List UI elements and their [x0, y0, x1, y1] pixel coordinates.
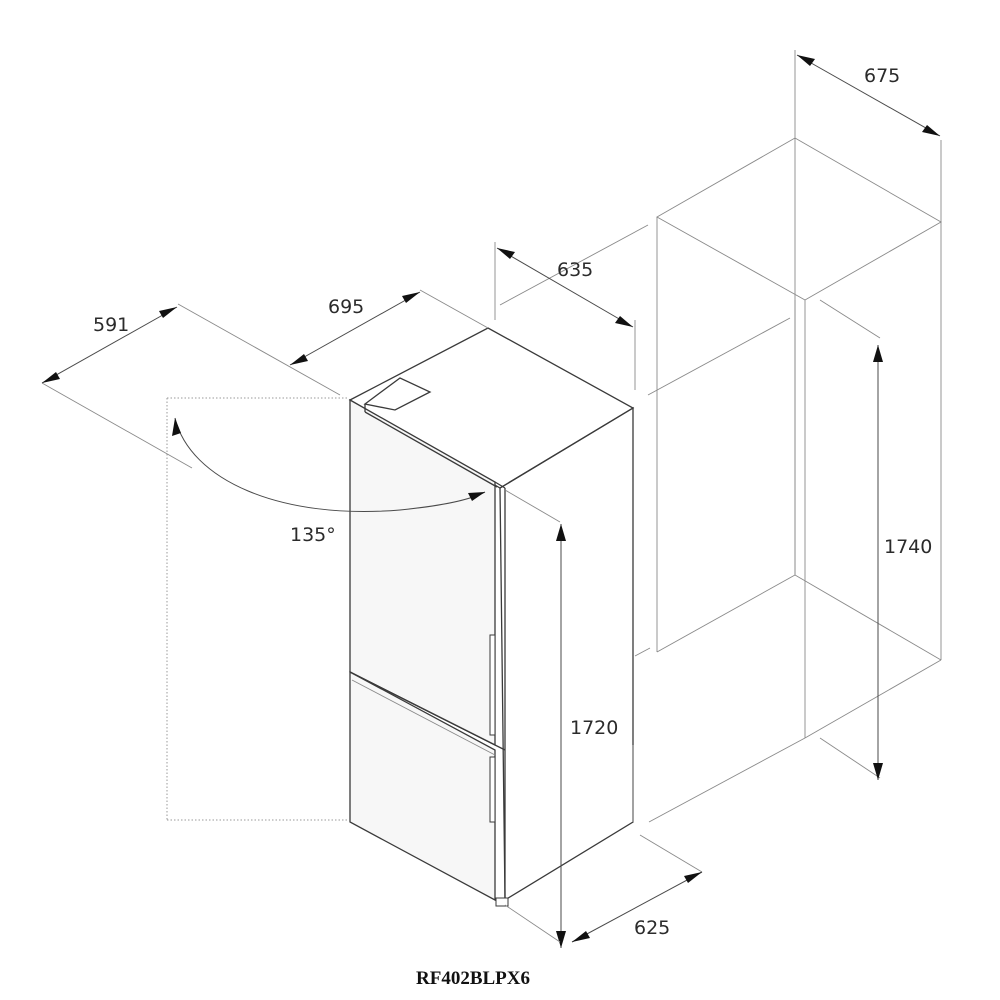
fridge-door-lower — [349, 670, 496, 902]
refrigerator — [348, 327, 635, 907]
label-1740: 1740 — [884, 536, 932, 558]
dimension-591: 591 — [41, 306, 193, 469]
arrowhead — [402, 292, 420, 303]
arrowhead — [556, 931, 566, 948]
arrowhead — [797, 55, 815, 66]
dimension-1740: 1740 — [873, 345, 932, 780]
arrowhead — [922, 125, 940, 136]
arrowhead — [290, 354, 308, 365]
dimension-635: 635 — [494, 224, 649, 390]
model-caption: RF402BLPX6 — [416, 968, 530, 989]
appliance-foot — [495, 897, 509, 907]
handle-lower — [489, 756, 496, 823]
arrowhead — [159, 307, 177, 318]
arrowhead — [873, 345, 883, 362]
dimension-625: 625 — [504, 834, 703, 943]
niche-top-face — [656, 137, 942, 301]
arrowhead — [615, 316, 633, 327]
label-591: 591 — [93, 314, 129, 336]
dimension-675: 675 — [794, 50, 942, 222]
label-675: 675 — [864, 65, 900, 87]
arrowhead — [497, 248, 515, 259]
door-swing-outline — [166, 397, 348, 821]
top-hinge — [363, 377, 432, 411]
arrowhead — [172, 418, 181, 436]
arrowhead — [684, 872, 702, 883]
label-695: 695 — [328, 296, 364, 318]
label-625: 625 — [634, 917, 670, 939]
dimension-135: 135° — [172, 417, 486, 546]
arrowhead — [556, 524, 566, 541]
niche-outline — [634, 137, 942, 823]
dimension-1720: 1720 — [504, 489, 618, 948]
appliance-side — [499, 406, 634, 902]
handle-upper — [489, 634, 496, 736]
dimension-695: 695 — [177, 289, 489, 396]
label-135: 135° — [290, 524, 336, 546]
arrowhead — [572, 931, 590, 942]
arrowhead — [468, 492, 485, 501]
arrowhead — [873, 763, 883, 780]
label-1720: 1720 — [570, 717, 618, 739]
label-635: 635 — [557, 259, 593, 281]
arrowhead — [42, 372, 60, 383]
